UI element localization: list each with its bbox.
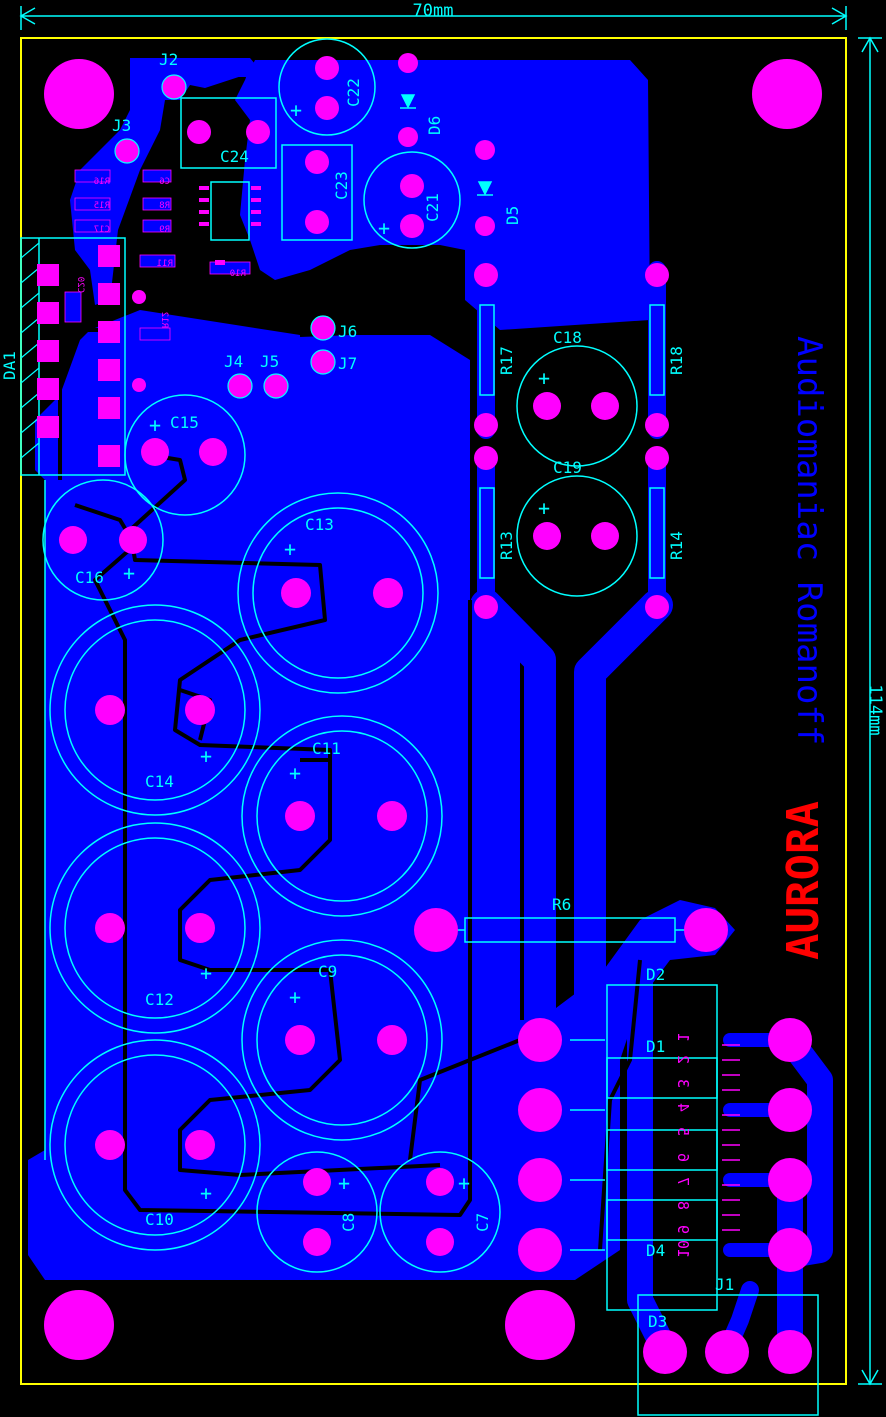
label-R14: R14	[667, 531, 686, 560]
label-J7: J7	[338, 354, 357, 373]
label-J6: J6	[338, 322, 357, 341]
pin-2: 2	[674, 1055, 692, 1064]
smd-label-9: R12	[159, 312, 169, 328]
label-J2: J2	[159, 50, 178, 69]
svg-text:+: +	[338, 1171, 350, 1195]
smd-pads	[64, 169, 251, 341]
label-C23: C23	[332, 171, 351, 200]
label-R6: R6	[552, 895, 571, 914]
pin-3: 3	[674, 1079, 692, 1088]
label-J5: J5	[260, 352, 279, 371]
label-C9: C9	[318, 962, 337, 981]
pin-tick-marks	[722, 1044, 740, 1231]
label-R18: R18	[667, 346, 686, 375]
svg-text:+: +	[200, 1181, 212, 1205]
svg-text:+: +	[538, 496, 550, 520]
label-D6: D6	[425, 116, 444, 135]
pin-6: 6	[674, 1153, 692, 1162]
svg-text:+: +	[284, 537, 296, 561]
pin-5: 5	[674, 1127, 692, 1136]
pin-4: 4	[674, 1103, 692, 1112]
board-outline	[20, 37, 847, 1385]
aurora-logo: AURORA	[778, 801, 829, 960]
label-R13: R13	[497, 531, 516, 560]
connector-pads	[37, 245, 120, 467]
silkscreen-big-caps	[42, 38, 638, 1273]
label-C16: C16	[75, 568, 104, 587]
label-DA1: DA1	[0, 351, 19, 380]
label-D3: D3	[648, 1312, 667, 1331]
pin-10: 10	[674, 1240, 692, 1258]
smd-label-0: R16	[94, 177, 110, 187]
label-C7: C7	[473, 1213, 492, 1232]
smd-label-3: C6	[159, 177, 170, 187]
pad-rings	[114, 74, 336, 399]
svg-text:+: +	[149, 413, 161, 437]
label-C11: C11	[312, 739, 341, 758]
smd-label-1: R15	[94, 201, 110, 211]
copper-upper-plane	[235, 60, 650, 330]
svg-text:+: +	[378, 216, 390, 240]
label-C15: C15	[170, 413, 199, 432]
label-C22: C22	[344, 78, 363, 107]
svg-text:+: +	[200, 961, 212, 985]
label-D5: D5	[503, 206, 522, 225]
smd-label-2: C17	[94, 225, 110, 235]
polarity-marks: + + + + + + + + + + + + + +	[123, 98, 550, 1205]
smd-label-7: R10	[230, 269, 246, 279]
label-D4: D4	[646, 1241, 665, 1260]
label-R17: R17	[497, 346, 516, 375]
pin-8: 8	[674, 1201, 692, 1210]
label-C13: C13	[305, 515, 334, 534]
label-J1: J1	[715, 1275, 734, 1294]
label-J3: J3	[112, 116, 131, 135]
pin-1: 1	[674, 1033, 692, 1042]
svg-text:+: +	[289, 985, 301, 1009]
svg-text:+: +	[458, 1171, 470, 1195]
label-C18: C18	[553, 328, 582, 347]
label-C19: C19	[553, 458, 582, 477]
label-D2: D2	[646, 965, 665, 984]
svg-text:+: +	[289, 761, 301, 785]
height-label: 114mm	[865, 684, 885, 735]
label-J4: J4	[224, 352, 243, 371]
label-D1: D1	[646, 1037, 665, 1056]
label-C10: C10	[145, 1210, 174, 1229]
label-C21: C21	[423, 193, 442, 222]
svg-text:+: +	[538, 366, 550, 390]
width-label: 70mm	[413, 1, 454, 21]
smd-label-8: C20	[75, 277, 85, 293]
pads	[59, 53, 812, 1374]
diode-symbols	[400, 94, 493, 196]
svg-text:+: +	[123, 561, 135, 585]
label-C24: C24	[220, 147, 249, 166]
label-C14: C14	[145, 772, 174, 791]
brand-subtitle: Audiomaniac Romanoff	[789, 336, 829, 745]
pin-7: 7	[674, 1177, 692, 1186]
smd-label-4: R8	[159, 201, 170, 211]
width-dimension	[19, 6, 848, 30]
mounting-holes	[44, 59, 822, 1360]
label-C8: C8	[339, 1213, 358, 1232]
height-dimension	[858, 36, 882, 1386]
smd-label-5: R9	[159, 225, 170, 235]
svg-text:+: +	[290, 98, 302, 122]
smd-pins	[199, 186, 261, 265]
label-C12: C12	[145, 990, 174, 1009]
smd-label-6: R11	[157, 259, 173, 269]
connector-hatch	[20, 242, 40, 459]
pin-9: 9	[674, 1225, 692, 1234]
svg-text:+: +	[200, 744, 212, 768]
